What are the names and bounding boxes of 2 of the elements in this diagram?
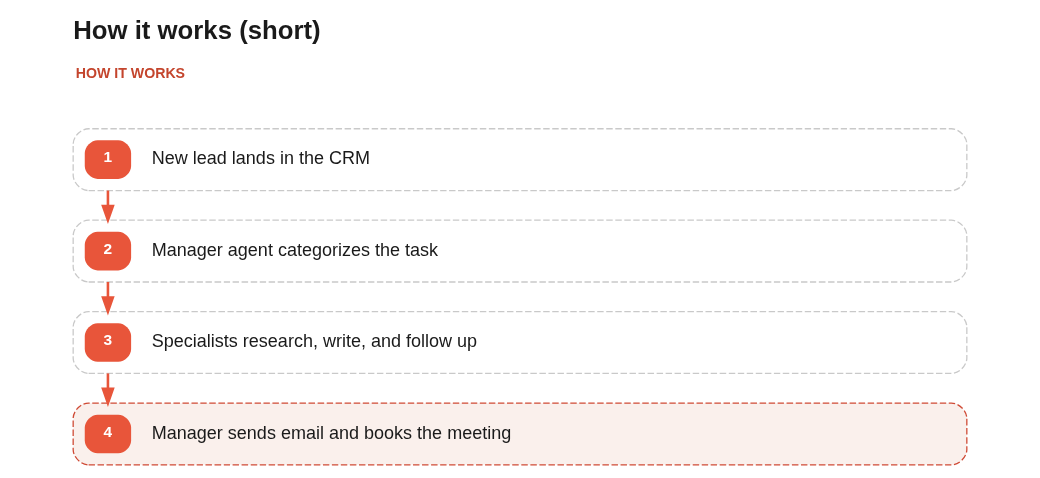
label: HOW IT WORKS (75, 64, 186, 81)
diagram-title: How it works (short) (73, 15, 321, 44)
